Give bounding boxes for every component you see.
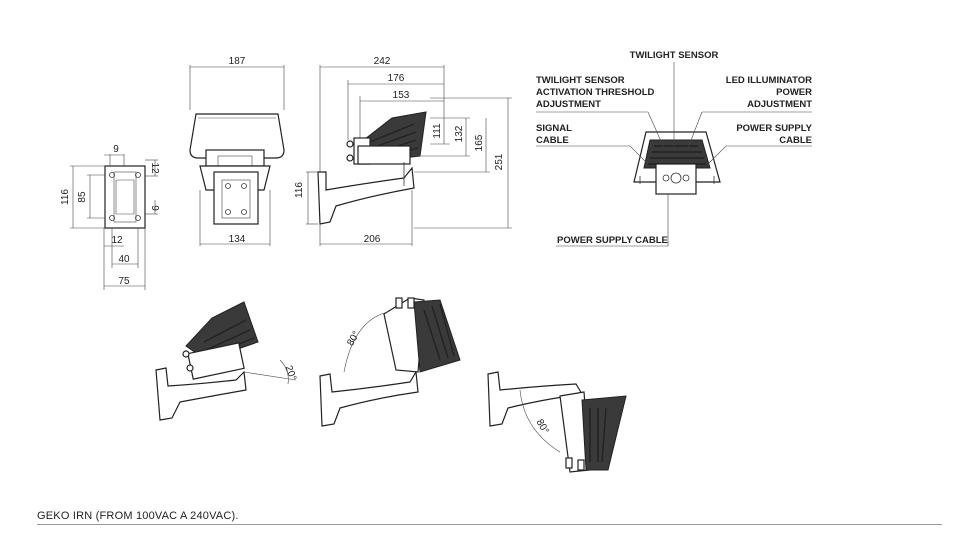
side-dim-132: 132 xyxy=(454,125,465,142)
plate-dim-9-right: 9 xyxy=(149,205,160,211)
plate-dim-85: 85 xyxy=(77,191,88,203)
tilt-angle-20: 20° xyxy=(283,364,299,382)
tilt-angle-80-down: 80° xyxy=(534,417,551,436)
label-led-2: POWER xyxy=(776,87,812,98)
label-led-3: ADJUSTMENT xyxy=(747,99,812,110)
side-dim-116: 116 xyxy=(294,182,305,198)
label-signal-1: SIGNAL xyxy=(536,123,572,134)
figure-caption: GEKO IRN (FROM 100VAC A 240VAC). xyxy=(37,510,239,522)
side-dim-176: 176 xyxy=(388,73,405,84)
plate-dim-12-right: 12 xyxy=(149,162,160,174)
plate-dim-9-top: 9 xyxy=(113,144,119,155)
side-dim-251: 251 xyxy=(494,153,505,170)
callout-view: TWILIGHT SENSOR TWILIGHT SENSOR ACTIVATI… xyxy=(536,50,813,247)
side-dim-153: 153 xyxy=(393,90,410,101)
label-power-2: CABLE xyxy=(779,135,812,146)
plate-dim-40: 40 xyxy=(118,254,130,265)
side-dim-242: 242 xyxy=(374,56,391,67)
label-threshold-3: ADJUSTMENT xyxy=(536,99,601,110)
side-dim-111: 111 xyxy=(432,123,443,139)
tilt-view-20: 20° xyxy=(155,301,299,421)
front-dim-134: 134 xyxy=(229,234,246,245)
tilt-view-80-up: 80° xyxy=(319,297,461,427)
plate-dim-12-bottom: 12 xyxy=(111,235,123,246)
plate-dim-75: 75 xyxy=(118,276,130,287)
tilt-angle-80-up: 80° xyxy=(345,329,362,348)
tilt-view-80-down: 80° xyxy=(487,371,627,473)
label-led-1: LED ILLUMINATOR xyxy=(726,75,812,86)
label-power-supply-cable: POWER SUPPLY CABLE xyxy=(557,235,668,246)
side-dim-206: 206 xyxy=(364,234,381,245)
mounting-plate-view: 9 12 116 85 9 12 40 75 xyxy=(60,144,160,290)
label-signal-2: CABLE xyxy=(536,135,569,146)
label-power-1: POWER SUPPLY xyxy=(736,123,812,134)
label-twilight-sensor: TWILIGHT SENSOR xyxy=(630,50,719,61)
side-view: 242 176 153 111 132 165 251 xyxy=(294,56,512,246)
label-threshold-2: ACTIVATION THRESHOLD xyxy=(536,87,655,98)
front-view: 187 134 xyxy=(189,56,285,246)
caption-rule xyxy=(37,524,942,525)
label-threshold-1: TWILIGHT SENSOR xyxy=(536,75,625,86)
side-dim-165: 165 xyxy=(474,134,485,151)
front-dim-187: 187 xyxy=(229,56,246,67)
plate-dim-116: 116 xyxy=(60,189,71,205)
